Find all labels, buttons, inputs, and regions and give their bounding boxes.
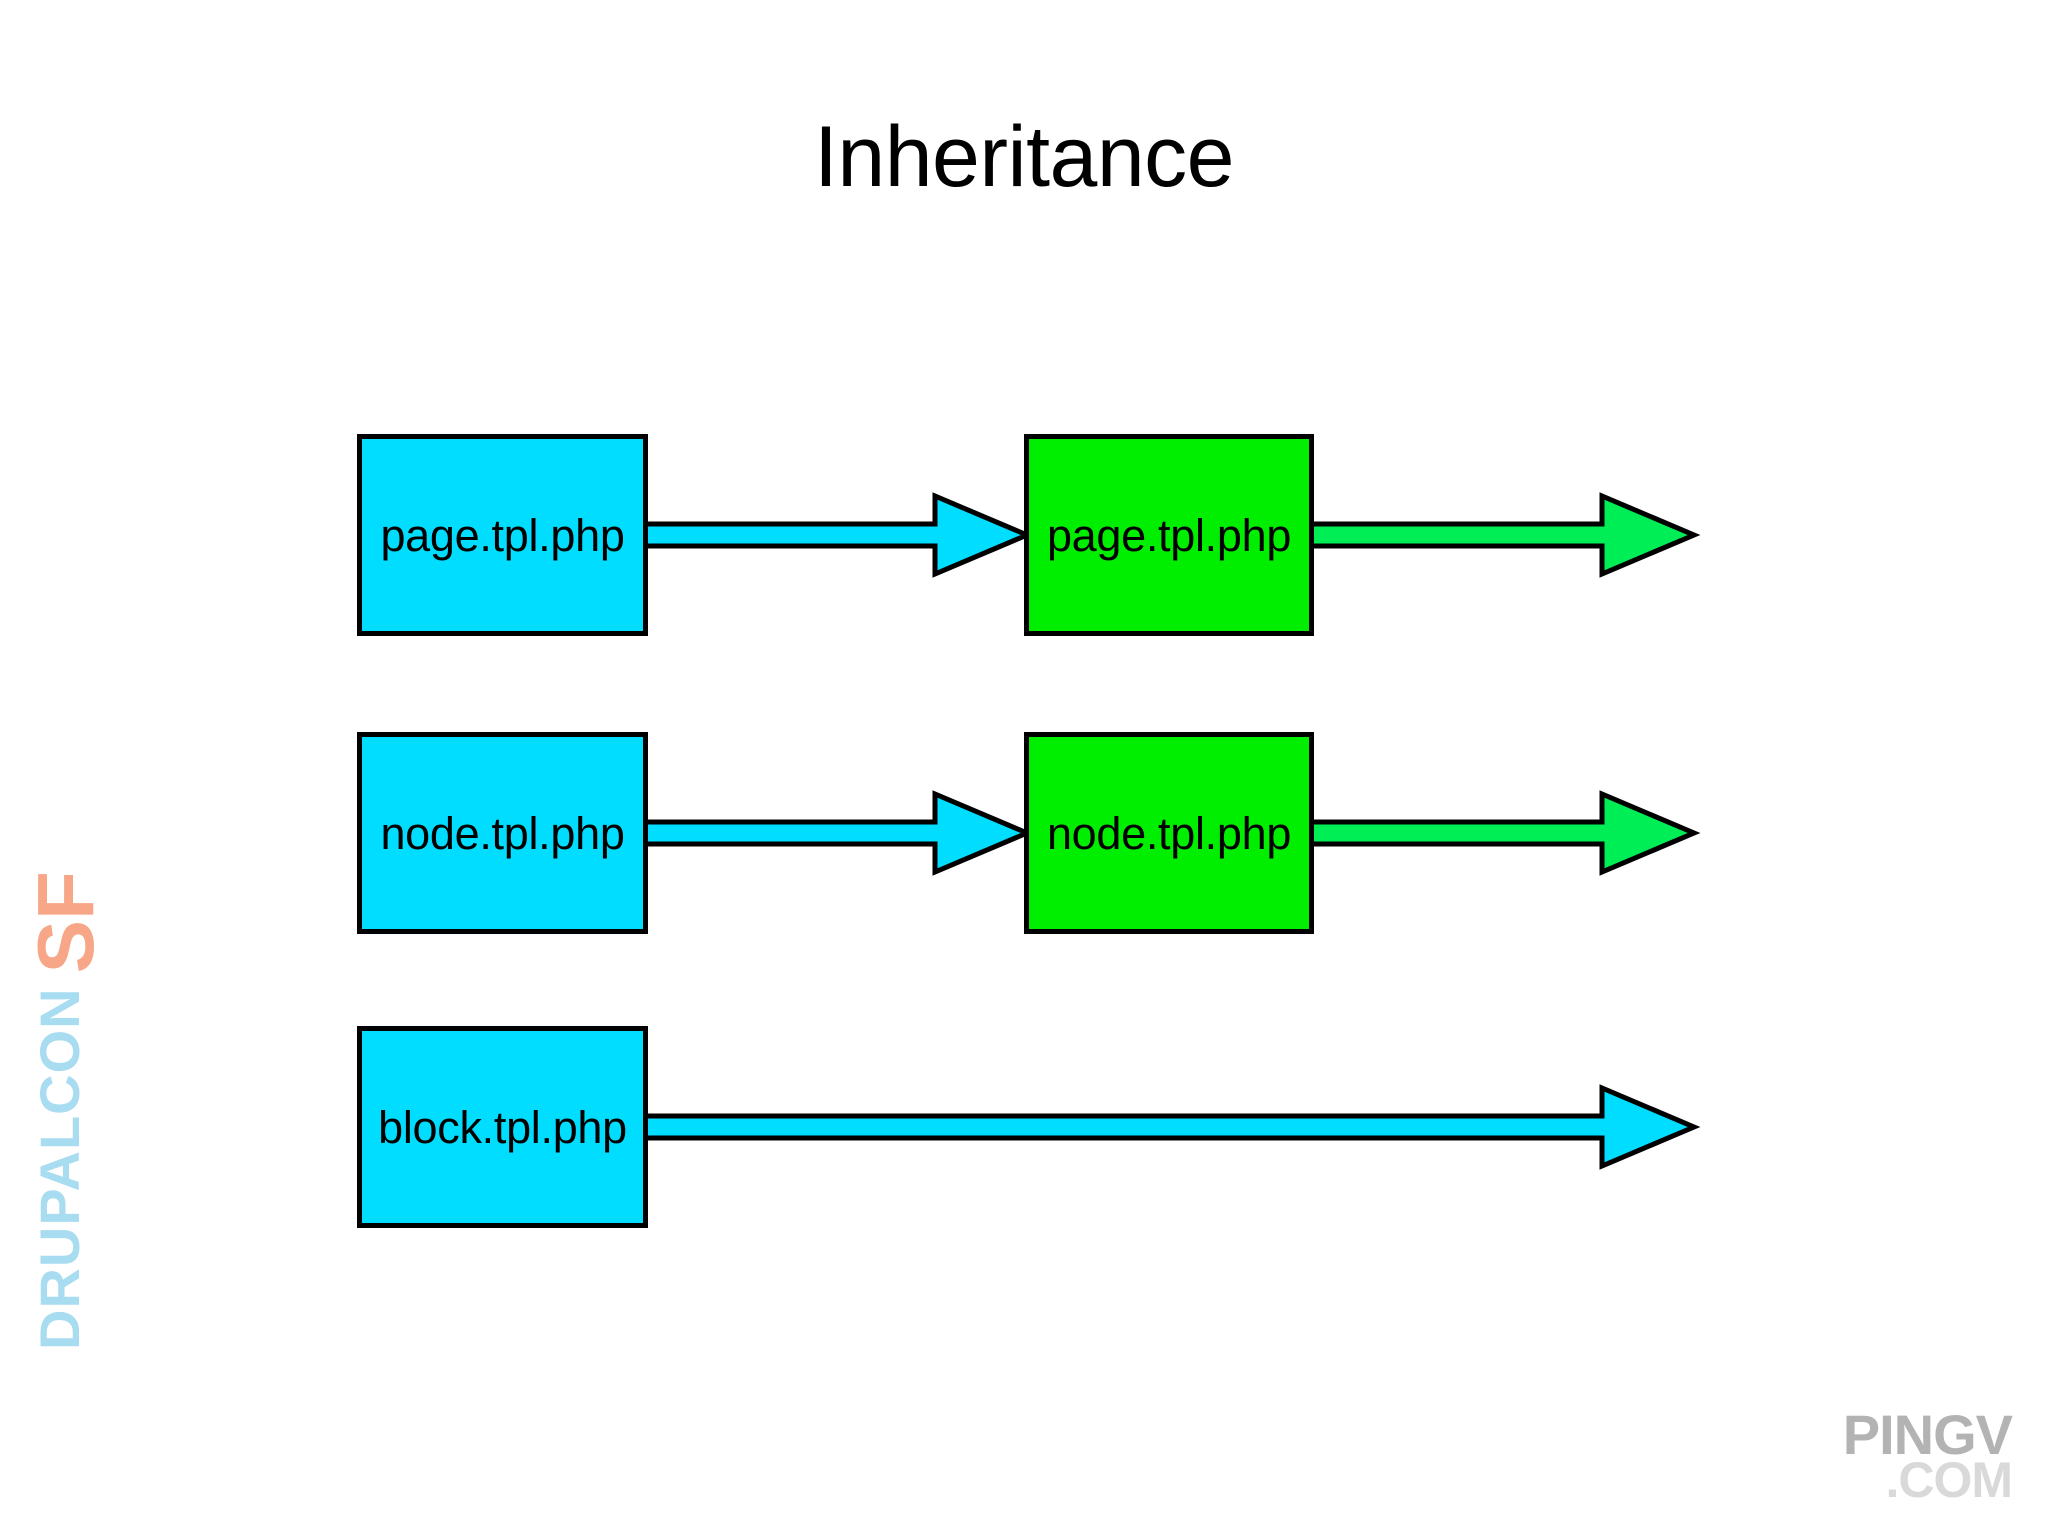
- pingv-wordmark: PINGV: [1842, 1402, 2013, 1466]
- box-label: page.tpl.php: [1046, 509, 1292, 561]
- box-label: node.tpl.php: [1046, 807, 1292, 859]
- box-label: node.tpl.php: [380, 807, 625, 859]
- drupalcon-logo: DRUPALCON SF: [5, 871, 115, 1350]
- box-label: page.tpl.php: [380, 509, 625, 561]
- box-label: block.tpl.php: [378, 1101, 627, 1153]
- box-block-tpl-base[interactable]: block.tpl.php: [357, 1026, 648, 1228]
- drupalcon-city-label: SF: [21, 871, 110, 974]
- page-title: Inheritance: [813, 109, 1235, 205]
- drupalcon-wordmark: DRUPALCON: [28, 987, 91, 1350]
- pingv-tld-label: .COM: [1885, 1452, 2013, 1508]
- box-page-tpl-base[interactable]: page.tpl.php: [357, 434, 648, 636]
- box-page-tpl-override[interactable]: page.tpl.php: [1024, 434, 1314, 636]
- box-node-tpl-override[interactable]: node.tpl.php: [1024, 732, 1314, 934]
- box-node-tpl-base[interactable]: node.tpl.php: [357, 732, 648, 934]
- pingv-logo: PINGV .COM: [1842, 1402, 2013, 1508]
